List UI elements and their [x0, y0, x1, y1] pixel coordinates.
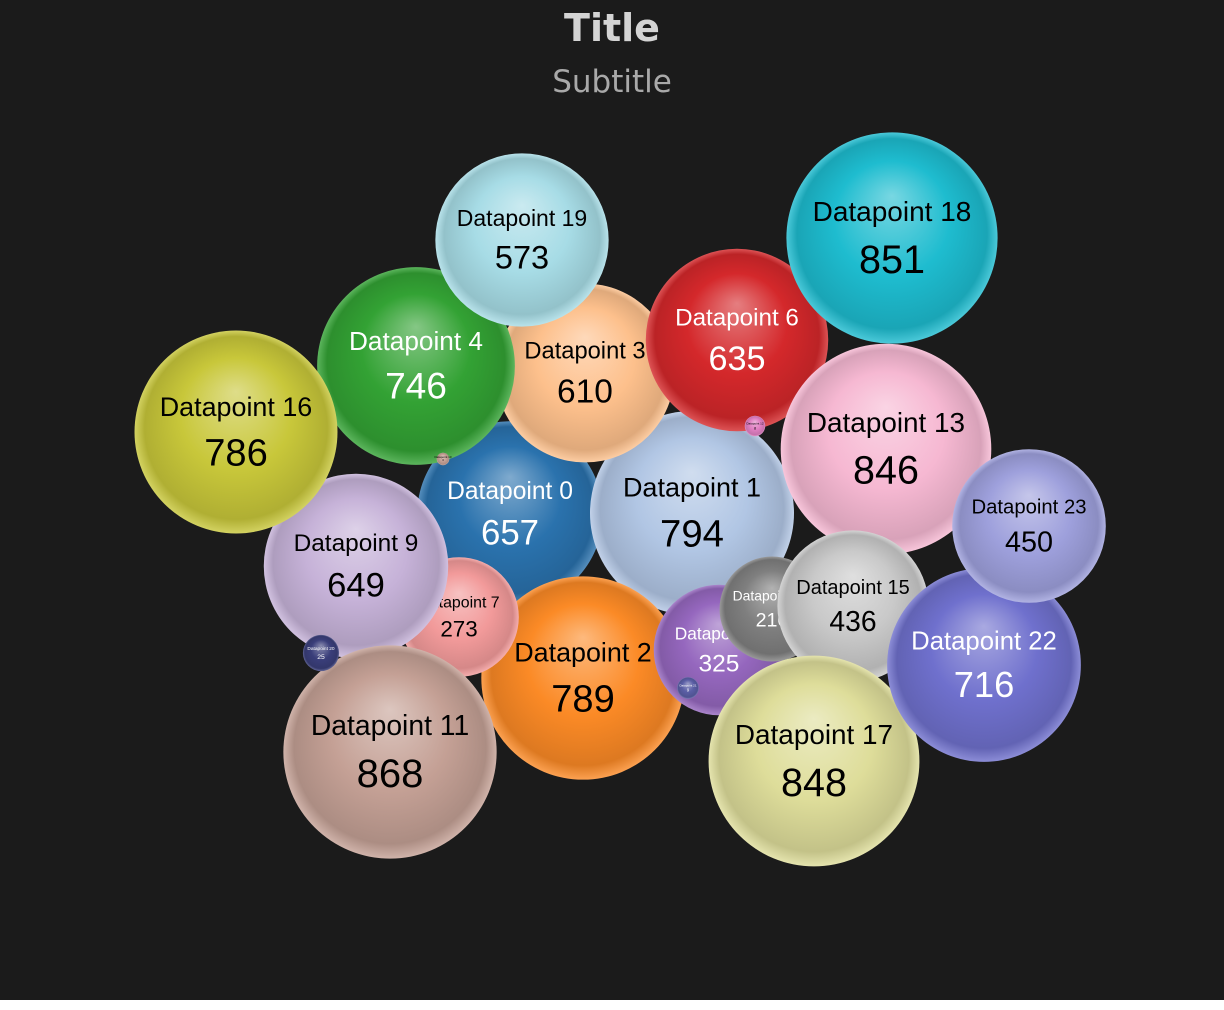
bubble-9[interactable]: Datapoint 9 649: [263, 473, 449, 659]
bubble-circle[interactable]: [887, 568, 1081, 762]
bubble-value: 25: [317, 654, 325, 661]
bubble-value: 786: [204, 432, 268, 474]
bubble-value: 610: [557, 374, 613, 411]
bubble-value: 789: [551, 679, 615, 721]
bubble-value: 794: [660, 513, 724, 556]
bubble-circle[interactable]: [677, 677, 699, 699]
bubble-18[interactable]: Datapoint 18 851: [786, 132, 998, 344]
bubble-label: Datapoint 17: [735, 719, 893, 750]
bubble-label: Datapoint 10: [434, 455, 451, 459]
bubble-1[interactable]: Datapoint 1 794: [589, 410, 795, 616]
bubble-circle[interactable]: [283, 645, 497, 859]
bubble-value: 848: [781, 761, 847, 805]
bubble-value: 325: [699, 651, 740, 678]
bubble-label: Datapoint 6: [675, 304, 799, 331]
bubble-6[interactable]: Datapoint 6 635: [645, 248, 829, 432]
bubble-label: Datapoint 11: [311, 709, 469, 741]
bubble-label: Datapoint 22: [911, 628, 1057, 656]
chart-title: Title: [564, 6, 660, 50]
bubble-13[interactable]: Datapoint 13 846: [780, 343, 992, 555]
bubble-label: Datapoint 15: [796, 577, 909, 599]
bubble-circle[interactable]: [744, 415, 766, 437]
bubble-circle[interactable]: [435, 153, 609, 327]
bubble-circle[interactable]: [317, 267, 515, 465]
bubble-circle[interactable]: [952, 449, 1106, 603]
bubble-label: Datapoint 1: [623, 473, 761, 503]
bubble-10[interactable]: Datapoint 103: [434, 452, 452, 466]
bubble-circle[interactable]: [302, 634, 340, 672]
bubble-label: Datapoint 0: [447, 478, 573, 505]
bubble-label: Datapoint 19: [457, 205, 587, 231]
bubble-2[interactable]: Datapoint 2 789: [481, 576, 685, 780]
bubble-value: 716: [954, 664, 1015, 705]
bubble-circle[interactable]: [780, 343, 992, 555]
bubble-20[interactable]: Datapoint 20 25: [302, 634, 340, 672]
bubble-label: Datapoint 13: [807, 407, 965, 438]
bubble-23[interactable]: Datapoint 23 450: [952, 449, 1106, 603]
bubble-label: Datapoint 21: [679, 683, 696, 687]
bubble-label: Datapoint 9: [294, 530, 419, 557]
bubble-22[interactable]: Datapoint 22 716: [887, 568, 1081, 762]
bubble-16[interactable]: Datapoint 16 786: [134, 330, 338, 534]
bubble-value: 9: [687, 688, 690, 693]
bubble-circle[interactable]: [645, 248, 829, 432]
bubble-label: Datapoint 12: [746, 421, 763, 425]
bubble-value: 273: [440, 617, 477, 642]
bubble-value: 649: [327, 566, 385, 604]
bubble-label: Datapoint 4: [349, 326, 483, 356]
bubble-value: 3: [442, 458, 444, 462]
bubble-3[interactable]: Datapoint 3 610: [495, 283, 675, 463]
chart-subtitle: Subtitle: [552, 64, 672, 100]
bubble-19[interactable]: Datapoint 19 573: [435, 153, 609, 327]
bubble-value: 8: [754, 426, 756, 430]
bubble-circle[interactable]: [436, 452, 450, 466]
bubble-value: 868: [357, 752, 424, 796]
bubble-value: 450: [1005, 526, 1053, 558]
bubble-circle[interactable]: [589, 410, 795, 616]
bubble-label: Datapoint 20: [307, 646, 335, 652]
bubble-circle[interactable]: [495, 283, 675, 463]
bubble-value: 573: [495, 240, 549, 276]
bubble-circle[interactable]: [263, 473, 449, 659]
bubble-label: Datapoint 23: [971, 497, 1086, 519]
bubble-circle[interactable]: [786, 132, 998, 344]
bubble-21[interactable]: Datapoint 219: [677, 677, 699, 699]
bubble-value: 657: [481, 514, 539, 553]
bubble-11[interactable]: Datapoint 11 868: [283, 645, 497, 859]
bubble-label: Datapoint 3: [524, 339, 645, 365]
bubble-4[interactable]: Datapoint 4 746: [317, 267, 515, 465]
bubble-12[interactable]: Datapoint 128: [744, 415, 766, 437]
bubble-value: 846: [853, 449, 919, 493]
bubble-label: Datapoint 16: [160, 392, 313, 422]
bubble-17[interactable]: Datapoint 17 848: [708, 655, 920, 867]
bubble-value: 851: [859, 238, 925, 282]
bubble-value: 436: [829, 605, 876, 637]
bubble-circle[interactable]: [481, 576, 685, 780]
bubble-circle[interactable]: [708, 655, 920, 867]
bubble-label: Datapoint 18: [813, 196, 972, 227]
bubble-circle[interactable]: [134, 330, 338, 534]
bubble-label: Datapoint 2: [514, 638, 652, 668]
bubble-value: 635: [708, 340, 765, 378]
bubble-value: 746: [385, 365, 447, 407]
